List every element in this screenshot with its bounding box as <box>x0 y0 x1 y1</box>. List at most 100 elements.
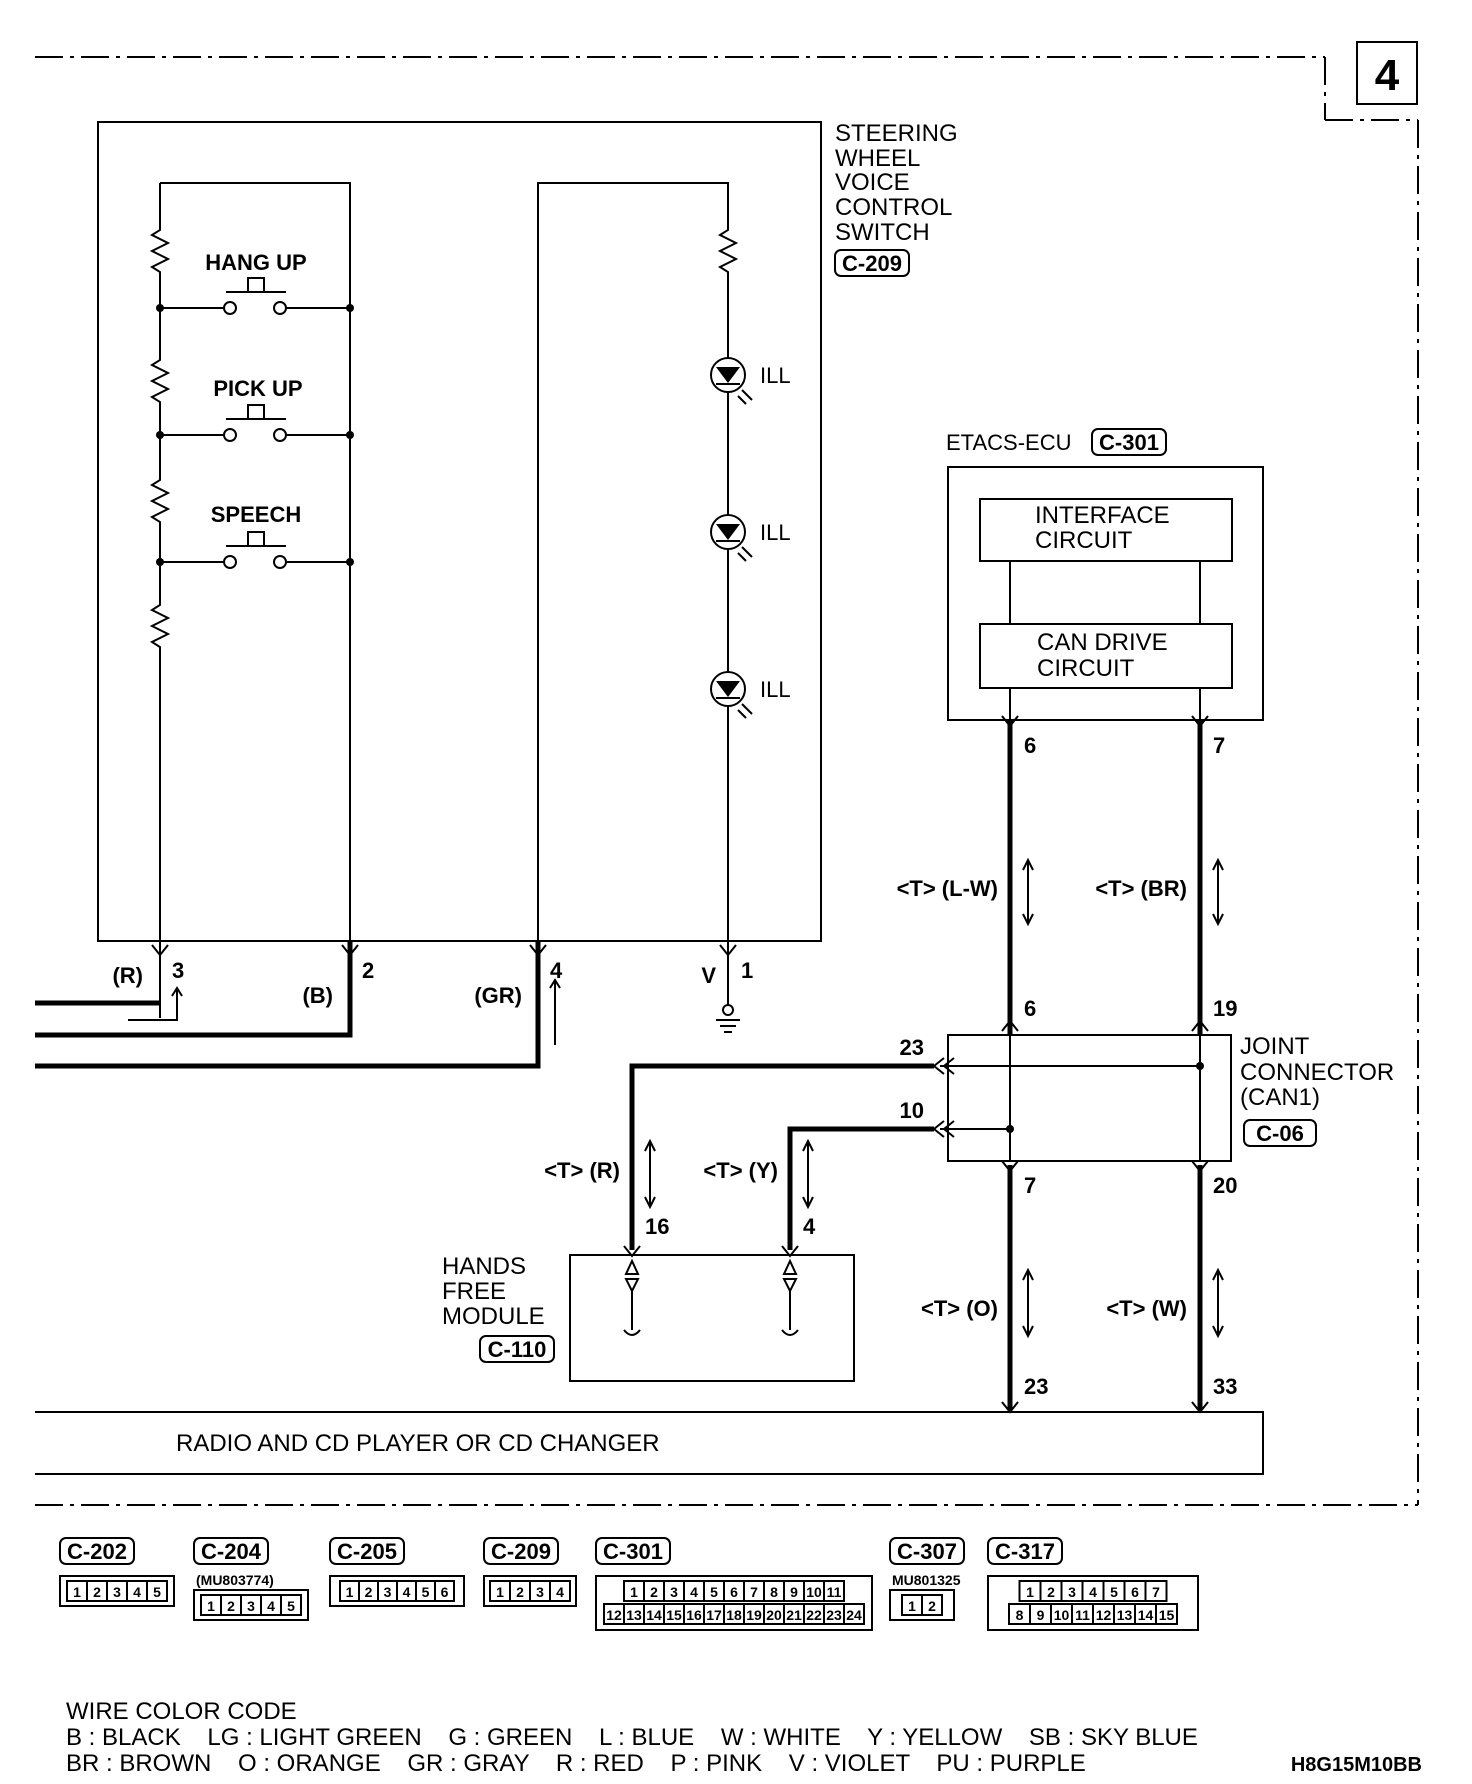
pin-number: 2 <box>362 958 374 983</box>
connector-pin-number: 11 <box>1075 1607 1090 1623</box>
connector-pin-number: 18 <box>726 1607 742 1623</box>
joint-name-line: CONNECTOR <box>1240 1059 1394 1086</box>
joint-connector-label: C-06 <box>1256 1121 1304 1146</box>
block-line: CIRCUIT <box>1035 527 1133 554</box>
hands-free-wires: <T> (R) <T> (Y) 16 4 <box>544 1063 934 1258</box>
wire-signal-label: <T> (R) <box>544 1158 620 1183</box>
led-icon: ILL <box>710 671 791 719</box>
connector-pin-number: 21 <box>786 1607 802 1623</box>
connector-id-label: C-209 <box>491 1539 551 1564</box>
switch-connector-badge <box>834 249 910 277</box>
legend-title: WIRE COLOR CODE <box>66 1698 297 1725</box>
connector-id-label: C-307 <box>897 1539 957 1564</box>
connector-pin-number: 23 <box>826 1607 842 1623</box>
switch-name-line: STEERING <box>835 120 958 147</box>
connector-pin-number: 5 <box>1110 1584 1118 1600</box>
switch-speech: SPEECH <box>156 502 354 569</box>
connector-pin-number: 4 <box>403 1584 411 1600</box>
button-label: HANG UP <box>205 250 306 275</box>
switch-name-line: WHEEL <box>835 145 920 172</box>
hands-free-connector-badge <box>479 1335 555 1363</box>
pin-number: 1 <box>741 958 753 983</box>
connector-pin-number: 4 <box>133 1584 141 1600</box>
wire-color: V <box>701 963 716 988</box>
connector-pin-number: 2 <box>516 1584 524 1600</box>
connector-pin-number: 1 <box>496 1584 504 1600</box>
page-frame <box>35 56 1419 1506</box>
connector-pin-number: 24 <box>846 1607 862 1623</box>
pin-number: 23 <box>900 1035 924 1060</box>
page-number: 4 <box>1375 51 1400 100</box>
hands-free-connector-label: C-110 <box>488 1337 547 1362</box>
interface-circuit-block <box>979 498 1233 562</box>
connector-pin-number: 3 <box>1068 1584 1076 1600</box>
connector-pin-number: 2 <box>93 1584 101 1600</box>
pin-number: 10 <box>900 1098 924 1123</box>
connector-pin-number: 1 <box>73 1584 81 1600</box>
connector-pin-number: 20 <box>766 1607 782 1623</box>
connector-pin-number: 15 <box>1159 1607 1175 1623</box>
illumination-circuit <box>537 182 739 941</box>
figure-code: H8G15M10BB <box>1291 1754 1422 1776</box>
hands-free-box <box>569 1254 855 1382</box>
connector-pin-number: 1 <box>908 1598 916 1614</box>
connector-pin-number: 10 <box>806 1584 822 1600</box>
connector-part-number: MU801325 <box>892 1572 961 1588</box>
connector-pin-number: 11 <box>827 1584 842 1600</box>
block-line: INTERFACE <box>1035 502 1170 529</box>
connector-pin-number: 2 <box>365 1584 373 1600</box>
pin-number: 16 <box>645 1214 669 1239</box>
connector-pin-number: 4 <box>267 1598 275 1614</box>
switch-name-line: SWITCH <box>835 219 930 246</box>
wire-color: (GR) <box>474 983 522 1008</box>
connector-pin-number: 5 <box>422 1584 430 1600</box>
steering-switch: STEERING WHEEL VOICE CONTROL SWITCH C-20… <box>35 120 958 1069</box>
connector-pin-number: 3 <box>113 1584 121 1600</box>
ill-label: ILL <box>760 677 791 702</box>
switch-name-line: VOICE <box>835 169 910 196</box>
connector-pin-number: 7 <box>1152 1584 1160 1600</box>
connector-pin-number: 4 <box>1089 1584 1097 1600</box>
wire-signal-label: <T> (Y) <box>703 1158 778 1183</box>
wire-color: (R) <box>112 963 143 988</box>
connector-pin-number: 17 <box>706 1607 722 1623</box>
legend-line: B : BLACK LG : LIGHT GREEN G : GREEN L :… <box>66 1724 1198 1751</box>
connector-pin-number: 7 <box>750 1584 758 1600</box>
connector-pin-number: 19 <box>746 1607 762 1623</box>
connector-pin-number: 5 <box>710 1584 718 1600</box>
connector-pin-number: 12 <box>1096 1607 1112 1623</box>
etacs-connector-badge <box>1091 428 1167 456</box>
connector-chevrons <box>151 944 737 957</box>
connector-pin-number: 16 <box>686 1607 702 1623</box>
connector-pin-number: 10 <box>1054 1607 1070 1623</box>
button-label: PICK UP <box>213 376 302 401</box>
connector-pin-number: 6 <box>441 1584 449 1600</box>
connector-id-label: C-202 <box>67 1539 127 1564</box>
ill-label: ILL <box>760 520 791 545</box>
connector-pin-number: 2 <box>650 1584 658 1600</box>
pin-number: 4 <box>550 958 563 983</box>
switch-box <box>97 121 822 942</box>
transceiver-icon <box>781 1258 799 1336</box>
connector-pin-number: 15 <box>666 1607 682 1623</box>
connector-pin-number: 14 <box>1138 1607 1154 1623</box>
connector-pin-number: 3 <box>670 1584 678 1600</box>
connector-pin-number: 3 <box>247 1598 255 1614</box>
connector-pin-number: 1 <box>1026 1584 1034 1600</box>
connector-pin-number: 12 <box>606 1607 622 1623</box>
block-line: CIRCUIT <box>1037 655 1135 682</box>
connector-pin-number: 2 <box>1047 1584 1055 1600</box>
connector-pin-number: 8 <box>770 1584 778 1600</box>
connector-pin-number: 1 <box>207 1598 215 1614</box>
hands-free-name-line: HANDS <box>442 1253 526 1280</box>
wire-signal-label: <T> (L-W) <box>897 876 998 901</box>
connector-pin-number: 13 <box>1117 1607 1133 1623</box>
wire-color: (B) <box>302 983 333 1008</box>
connector-pin-number: 5 <box>287 1598 295 1614</box>
connector-pin-number: 13 <box>626 1607 642 1623</box>
